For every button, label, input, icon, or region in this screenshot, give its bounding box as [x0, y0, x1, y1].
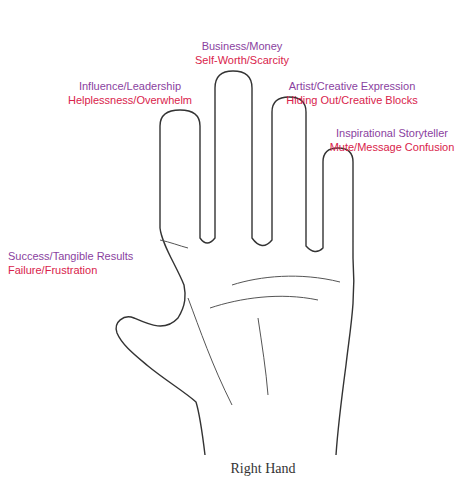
strength-label: Business/Money [202, 40, 283, 53]
block-label: Mute/Message Confusion [330, 141, 455, 154]
caption: Right Hand [231, 461, 296, 477]
hand-outline [116, 71, 354, 455]
block-label: Failure/Frustration [8, 264, 97, 277]
palm-lines [160, 240, 340, 405]
block-label: Helplessness/Overwhelm [68, 94, 192, 107]
block-label: Self-Worth/Scarcity [195, 54, 289, 67]
block-label: Hiding Out/Creative Blocks [286, 94, 417, 107]
strength-label: Artist/Creative Expression [289, 80, 416, 93]
strength-label: Inspirational Storyteller [336, 127, 448, 140]
strength-label: Influence/Leadership [79, 80, 181, 93]
strength-label: Success/Tangible Results [8, 250, 133, 263]
